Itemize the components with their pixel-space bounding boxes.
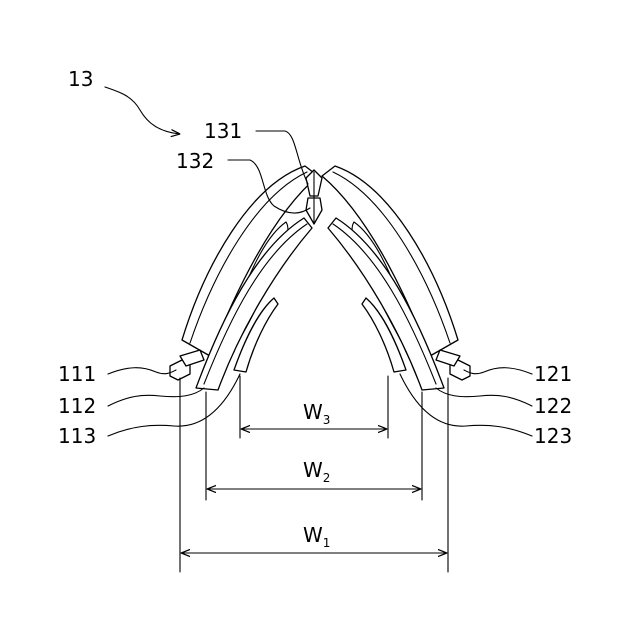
dimension-w2-subscript: 2 [323, 471, 331, 485]
leader-121 [464, 368, 532, 374]
label-122: 122 [534, 394, 572, 418]
dimension-label-w3: W3 [303, 400, 330, 427]
label-121: 121 [534, 362, 572, 386]
label-112: 112 [58, 394, 96, 418]
leader-13 [105, 87, 180, 134]
label-131: 131 [204, 119, 242, 143]
leader-111 [108, 368, 176, 374]
label-123: 123 [534, 424, 572, 448]
dimension-w3-subscript: 3 [323, 413, 331, 427]
dimension-label-w2: W2 [303, 458, 330, 485]
left-arm-outer-body [182, 166, 318, 356]
apex-tip [306, 170, 322, 224]
leader-112 [108, 388, 204, 406]
dimension-w1-base: W [303, 523, 323, 547]
dimension-w3-base: W [303, 400, 323, 424]
label-132: 132 [176, 149, 214, 173]
leader-122 [436, 388, 532, 406]
label-113: 113 [58, 424, 96, 448]
dimension-w1-subscript: 1 [323, 536, 331, 550]
left-arm [170, 166, 318, 390]
right-arm-outer-body [322, 166, 458, 356]
label-111: 111 [58, 362, 96, 386]
dimension-label-w1: W1 [303, 523, 330, 550]
right-arm [322, 166, 470, 390]
label-13: 13 [68, 67, 93, 91]
dimension-w2-base: W [303, 458, 323, 482]
